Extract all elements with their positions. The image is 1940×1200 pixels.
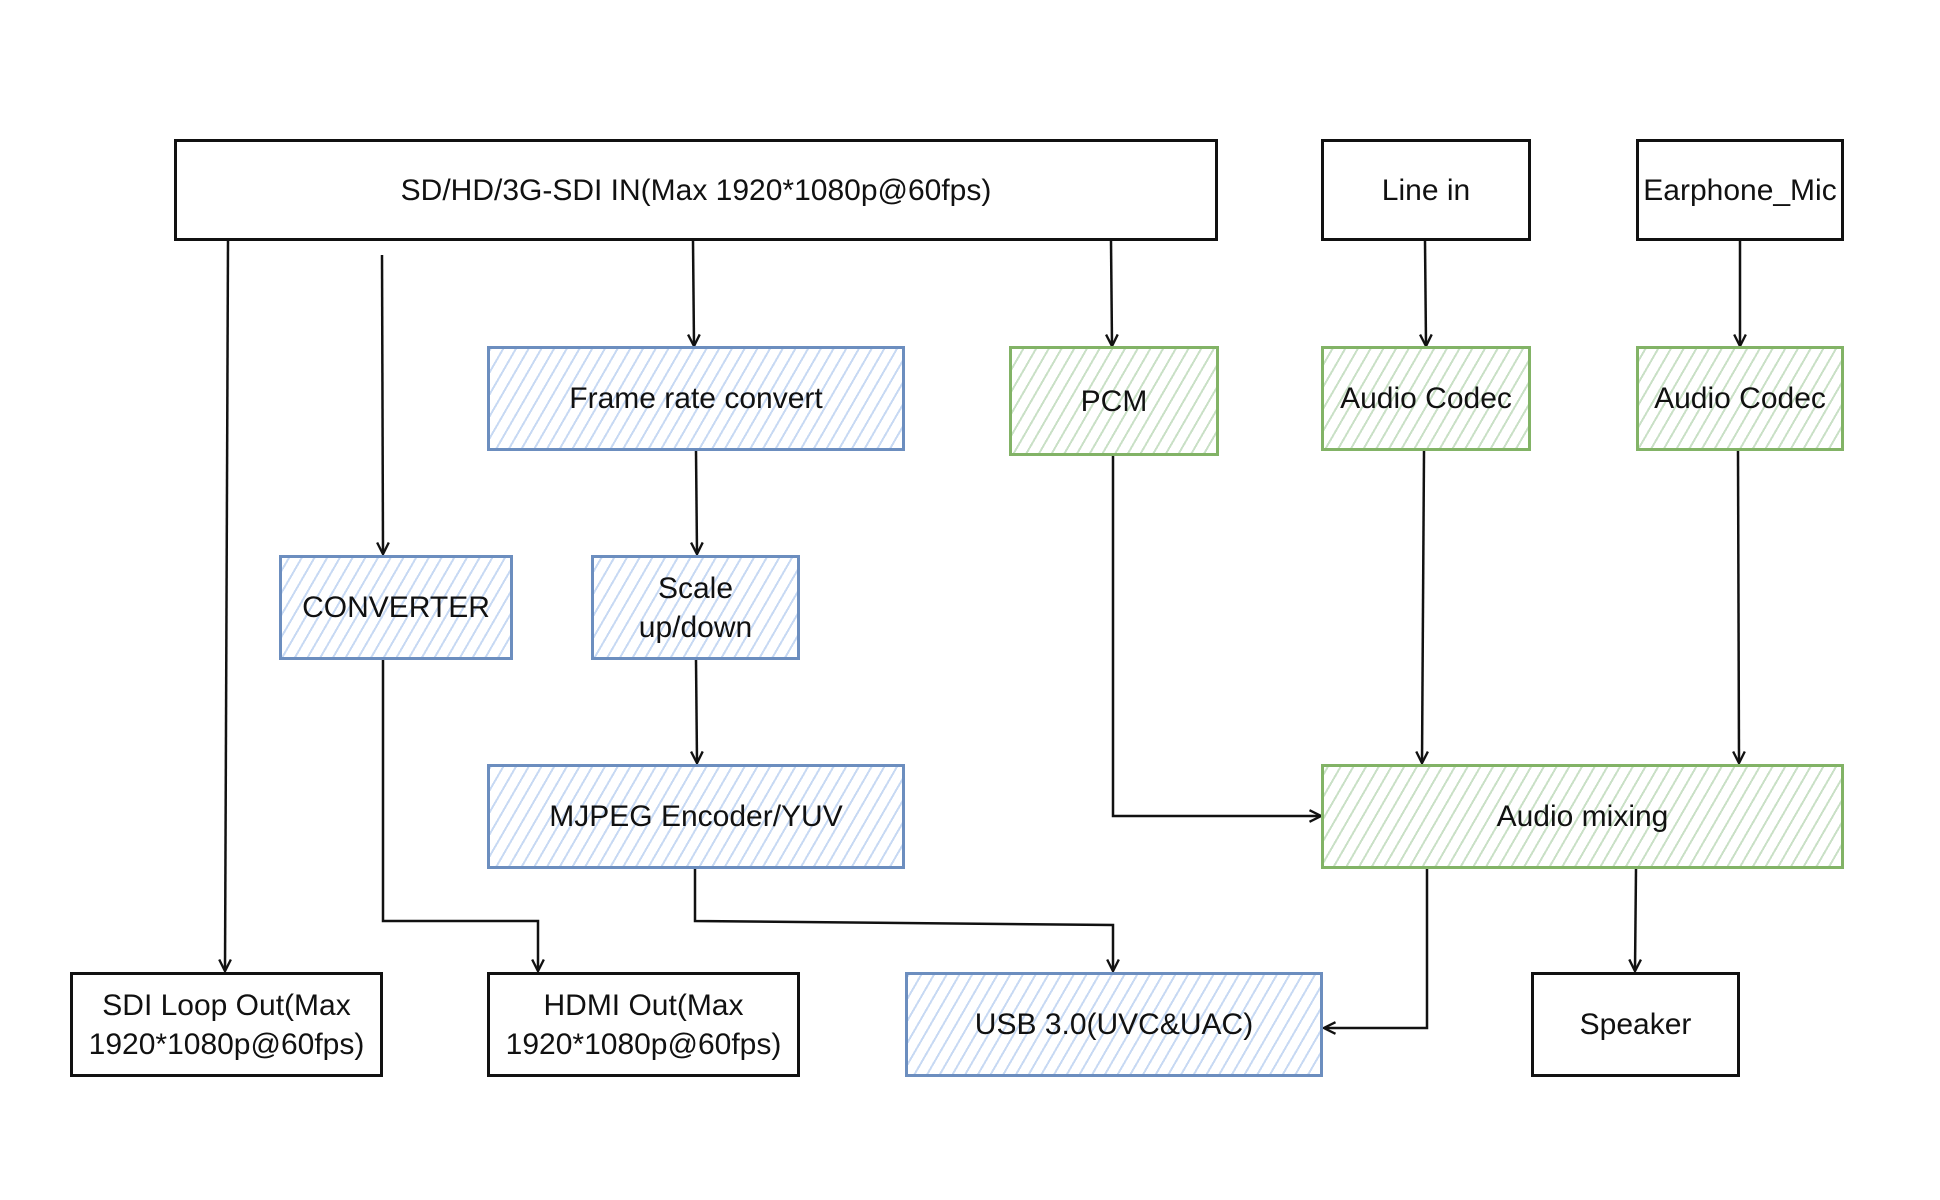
- node-converter: CONVERTER: [279, 555, 513, 660]
- node-sdi-loop-out: SDI Loop Out(Max 1920*1080p@60fps): [70, 972, 383, 1077]
- edge-sdi-in-to-frame-rate-convert: [693, 240, 694, 345]
- node-sdi-in: SD/HD/3G-SDI IN(Max 1920*1080p@60fps): [174, 139, 1218, 241]
- edge-pcm-to-audio-mixing: [1111, 456, 1320, 816]
- edge-mjpeg-to-usb: [693, 869, 1113, 970]
- node-label: Speaker: [1579, 1008, 1692, 1041]
- node-earphone-mic: Earphone_Mic: [1636, 139, 1844, 241]
- node-frame-rate-convert: Frame rate convert: [487, 346, 905, 451]
- node-line-in: Line in: [1321, 139, 1531, 241]
- node-label: Earphone_Mic: [1643, 173, 1837, 207]
- node-label: HDMI Out(Max 1920*1080p@60fps): [505, 988, 782, 1061]
- edge-converter-to-hdmi-out: [381, 660, 538, 970]
- edge-audio-mixing-to-usb: [1325, 869, 1429, 1028]
- node-label: Line in: [1381, 173, 1471, 207]
- edge-audio-codec-1-to-audio-mixing: [1422, 450, 1424, 762]
- node-hdmi-out: HDMI Out(Max 1920*1080p@60fps): [487, 972, 800, 1077]
- node-scale: Scale up/down: [591, 555, 800, 660]
- node-mjpeg-encoder: MJPEG Encoder/YUV: [487, 764, 905, 869]
- node-audio-codec-2: Audio Codec: [1636, 346, 1844, 451]
- edge-scale-to-mjpeg: [696, 659, 697, 762]
- edge-audio-mixing-to-speaker: [1635, 868, 1636, 970]
- node-pcm: PCM: [1009, 346, 1219, 456]
- node-label: PCM: [1080, 384, 1148, 418]
- edge-sdi-in-to-converter: [382, 254, 383, 553]
- node-audio-codec-1: Audio Codec: [1321, 346, 1531, 451]
- node-label: Audio Codec: [1654, 382, 1826, 415]
- node-audio-mixing: Audio mixing: [1321, 764, 1844, 869]
- node-label: SDI Loop Out(Max 1920*1080p@60fps): [88, 988, 365, 1061]
- edge-line-in-to-audio-codec-1: [1425, 240, 1426, 345]
- node-usb: USB 3.0(UVC&UAC): [905, 972, 1323, 1077]
- node-label: USB 3.0(UVC&UAC): [974, 1008, 1254, 1041]
- node-label: SD/HD/3G-SDI IN(Max 1920*1080p@60fps): [400, 173, 992, 207]
- node-label: CONVERTER: [302, 591, 490, 624]
- edge-frame-rate-to-scale: [696, 450, 697, 553]
- node-speaker: Speaker: [1531, 972, 1740, 1077]
- node-label: Frame rate convert: [569, 382, 823, 415]
- node-label: Audio mixing: [1496, 800, 1669, 833]
- node-label: MJPEG Encoder/YUV: [549, 800, 843, 833]
- edge-audio-codec-2-to-audio-mixing: [1738, 450, 1739, 762]
- edge-sdi-in-to-sdi-loop-out: [225, 240, 228, 970]
- node-label: Scale up/down: [638, 571, 753, 644]
- node-label: Audio Codec: [1340, 382, 1512, 415]
- edge-sdi-in-to-pcm: [1111, 240, 1112, 345]
